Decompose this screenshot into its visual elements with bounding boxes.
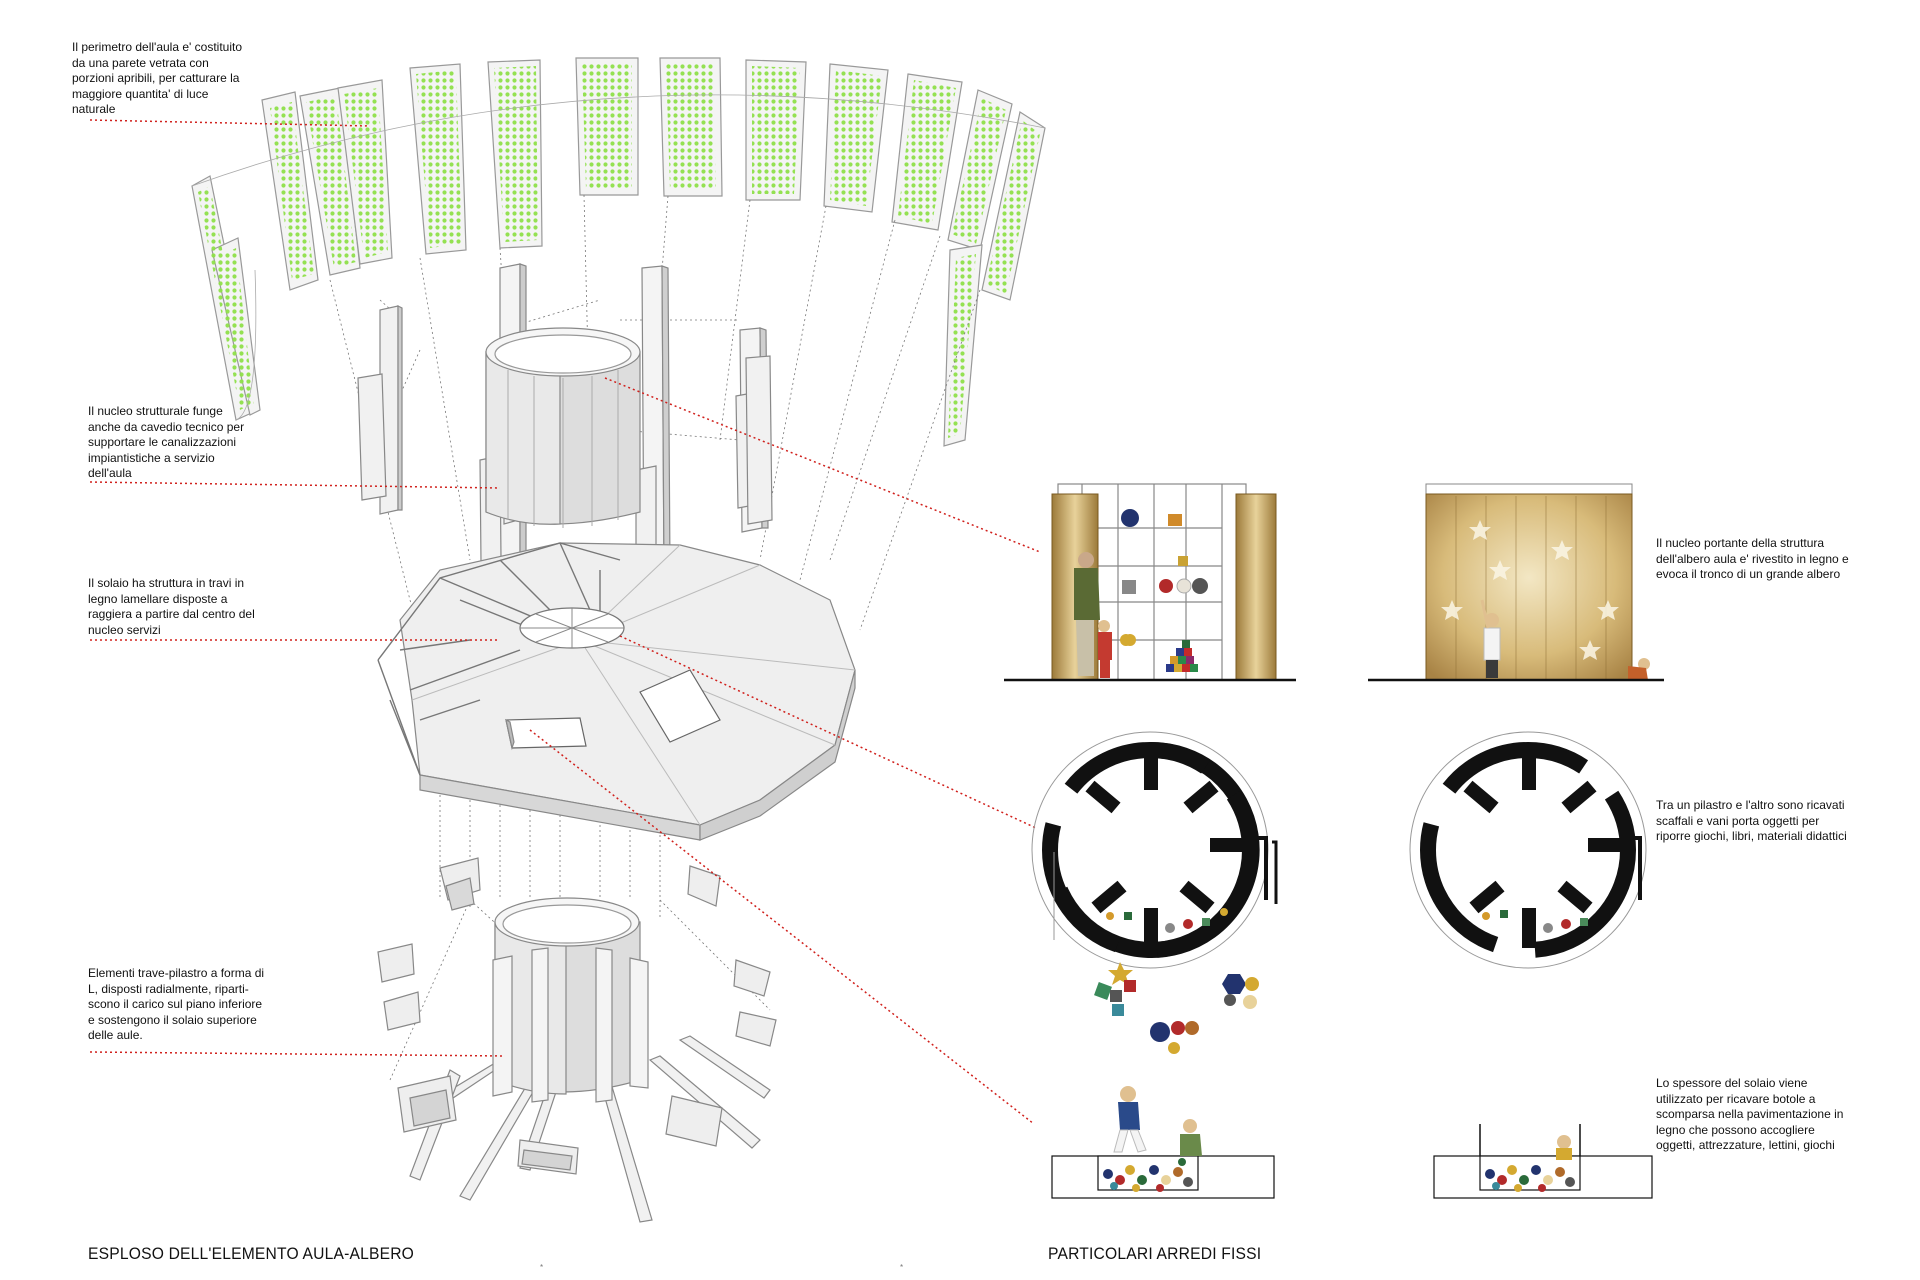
lower-core-and-l-beams [377, 857, 777, 1223]
radial-floor-slab [377, 542, 856, 841]
caption-fixed-furniture-details: PARTICOLARI ARREDI FISSI [1048, 1244, 1262, 1263]
annotation-shelves: Tra un pilastro e l'altro sono ricavati … [1656, 798, 1847, 843]
annotation-trapdoors: Lo spessore del solaio viene utilizzato … [1656, 1076, 1844, 1152]
core-plan-trunk [1409, 731, 1647, 969]
trapdoor-section-with-kids [1051, 1086, 1275, 1199]
glass-perimeter-wall [191, 57, 1046, 447]
projection-lines [329, 194, 981, 1081]
child-figure [1098, 620, 1132, 678]
annotation-leader-lines [89, 119, 1041, 1125]
annotation-wood-trunk: Il nucleo portante della struttura dell'… [1656, 536, 1849, 581]
annotation-floor-slab: Il solaio ha struttura in travi in legno… [88, 576, 255, 637]
teacher-figure [1074, 552, 1100, 676]
wood-trunk-elevation [1368, 483, 1664, 682]
caption-exploded-view: ESPLOSO DELL'ELEMENTO AULA-ALBERO [88, 1244, 415, 1263]
shelf-elevation [1004, 483, 1296, 682]
annotation-glass-perimeter: Il perimetro dell'aula e' costituito da … [72, 40, 242, 116]
svg-text:*: * [540, 1263, 543, 1272]
scattered-toy-objects [1094, 962, 1259, 1054]
child-figure-crawling [1628, 658, 1650, 680]
core-plan-with-shelves [1031, 731, 1278, 1054]
annotation-l-beams: Elementi trave-pilastro a forma di L, di… [88, 966, 265, 1042]
child-figure-jumping [1113, 1086, 1147, 1153]
child-figure-reaching [1480, 599, 1501, 678]
child-figure-peeking [1556, 1135, 1572, 1160]
child-figure-sitting [1180, 1119, 1202, 1156]
annotation-structural-core: Il nucleo strutturale funge anche da cav… [88, 404, 245, 480]
svg-text:*: * [900, 1263, 903, 1272]
trapdoor-section-open [1433, 1124, 1653, 1199]
